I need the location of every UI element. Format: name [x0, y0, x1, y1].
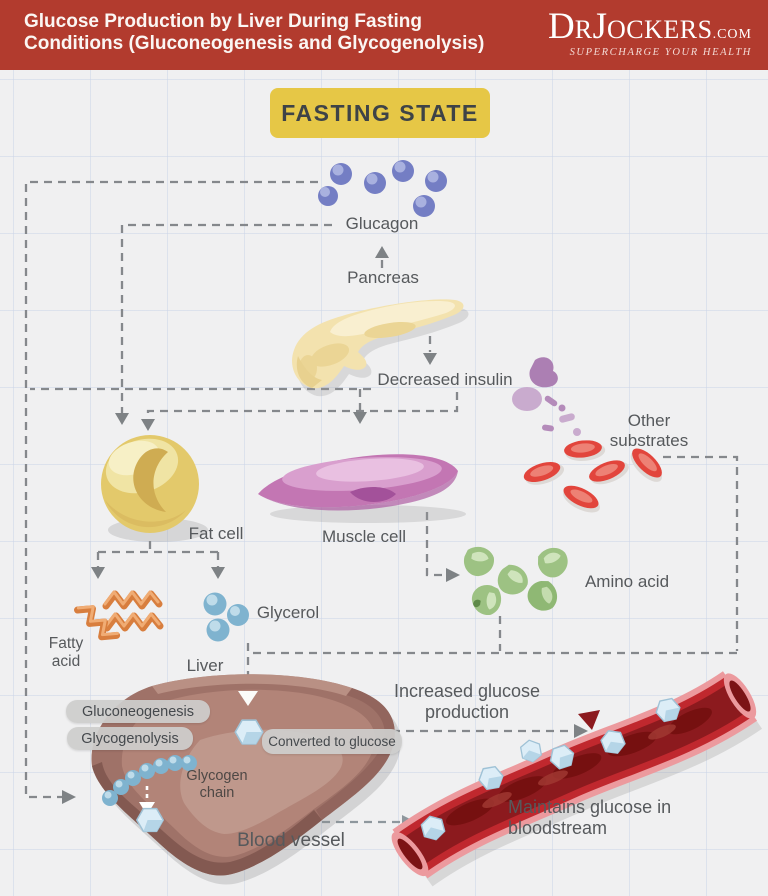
muscle-cell-organ: [258, 454, 466, 523]
connector-lines: [24, 180, 739, 799]
pill-gluconeogenesis: Gluconeogenesis: [66, 700, 210, 723]
glycerol-molecules: [203, 592, 249, 642]
fatty-acid-molecules: [74, 590, 164, 641]
title-line-2: Conditions (Gluconeogenesis and Glycogen…: [24, 33, 485, 54]
arrow-to-amino: [446, 568, 460, 582]
label-pancreas: Pancreas: [347, 268, 419, 287]
arrow-insulin-muscle: [353, 412, 367, 424]
connector-fatcell-split: [96, 541, 220, 568]
logo-tagline: SUPERCHARGE YOUR HEALTH: [569, 47, 752, 58]
label-amino-acid: Amino acid: [584, 572, 670, 591]
arrow-up-glucagon: [375, 246, 389, 258]
label-decreased-insulin: Decreased insulin: [377, 370, 513, 389]
connector-glucagon-to-fatcell: [120, 223, 332, 414]
pancreas-organ: [292, 299, 469, 397]
amino-acid-molecules: [463, 546, 568, 615]
arrow-to-fattyacid: [91, 567, 105, 579]
label-blood-vessel: Blood vessel: [237, 830, 345, 851]
fat-cell-organ: [101, 435, 208, 542]
pill-converted-to-glucose: Converted to glucose: [262, 729, 402, 754]
fasting-state-banner: FASTING STATE: [270, 88, 490, 138]
connector-insulin-to-fatcell: [146, 392, 459, 420]
title-line-1: Glucose Production by Liver During Fasti…: [24, 11, 422, 32]
arrow-insulin-fatcell: [141, 419, 155, 431]
arrowheads: [62, 246, 588, 829]
arrow-into-liver-left: [62, 790, 76, 804]
page-title: Glucose Production by Liver During Fasti…: [24, 11, 504, 55]
logo-wordmark: DRJOCKERS.COM: [548, 6, 752, 47]
connector-muscle-to-amino: [425, 512, 448, 577]
glucagon-molecules: [318, 160, 447, 217]
connector-substrates-down: [663, 455, 739, 651]
arrow-into-vessel-top: [574, 724, 588, 738]
connector-glucagon-to-liver: [24, 180, 318, 799]
label-liver: Liver: [186, 656, 224, 675]
arrow-down-insulin: [423, 353, 437, 365]
label-glycerol: Glycerol: [256, 603, 320, 622]
red-blood-cells: [523, 440, 663, 513]
label-muscle-cell: Muscle cell: [321, 527, 407, 546]
pill-glycogenolysis: Glycogenolysis: [67, 727, 193, 750]
glycogen-chain: [102, 755, 197, 806]
drjockers-logo: DRJOCKERS.COM SUPERCHARGE YOUR HEALTH: [548, 8, 752, 59]
insulin-fragments: [512, 357, 581, 436]
arrow-to-glycerol: [211, 567, 225, 579]
glucose-crystals: [136, 697, 681, 841]
label-fat-cell: Fat cell: [188, 524, 244, 543]
arrow-glucagon-fatcell: [115, 413, 129, 425]
header-bar: Glucose Production by Liver During Fasti…: [0, 0, 768, 70]
label-glucagon: Glucagon: [345, 214, 419, 233]
blood-vessel-organ: [391, 671, 763, 887]
